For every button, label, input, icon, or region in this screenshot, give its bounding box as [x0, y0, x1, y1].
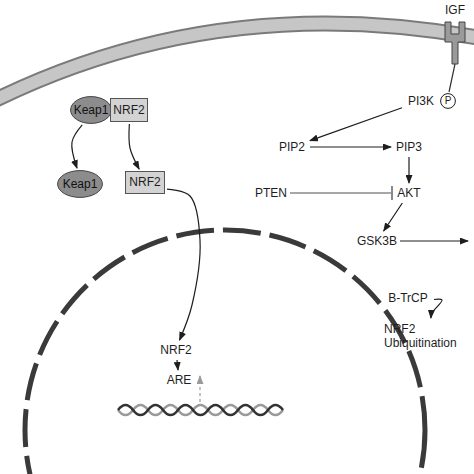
nuclear-envelope	[25, 230, 425, 474]
ligand-label: IGF	[440, 2, 470, 18]
receptor-stalk	[449, 64, 455, 92]
cell-membrane	[0, 23, 474, 100]
ligase-label: B-TrCP	[384, 290, 432, 306]
kinase-label: GSK3B	[356, 233, 398, 249]
dna-strand	[118, 405, 283, 415]
binding-arrow	[177, 360, 178, 370]
conversion-arrow	[310, 146, 391, 147]
node-text: AKT	[397, 186, 420, 200]
phosphatase-label: PTEN	[254, 185, 288, 201]
nrf2-box: NRF2	[125, 171, 165, 194]
translocation-arrow	[167, 189, 200, 340]
node-text: NRF2	[160, 343, 191, 357]
keap1-oval: Keap1	[70, 96, 112, 124]
node-text: IGF	[445, 3, 465, 17]
node-text: PI3K	[408, 94, 434, 108]
node-text: Keap1	[63, 177, 98, 191]
nrf2-box: NRF2	[110, 98, 148, 122]
oval-shape	[58, 171, 103, 198]
element-label: ARE	[164, 372, 194, 388]
node-text: ARE	[167, 373, 192, 387]
dna-strand	[118, 405, 283, 415]
kinase-label: PI3K	[404, 93, 438, 109]
node-text: B-TrCP	[388, 291, 428, 305]
signal-arrow	[400, 240, 468, 241]
factor-label: NRF2	[158, 342, 194, 358]
lipid-label: PIP3	[393, 139, 425, 155]
node-text: NRF2	[129, 175, 160, 189]
node-text: NRF2 Ubiquitination	[384, 322, 470, 351]
process-label: NRF2 Ubiquitination	[384, 320, 470, 352]
node-text: Keap1	[74, 103, 109, 117]
phospho-circle: P	[440, 93, 456, 109]
node-text: PTEN	[255, 186, 287, 200]
node-text: PIP3	[396, 140, 422, 154]
cell-membrane-edge	[0, 23, 474, 100]
keap1-oval: Keap1	[57, 170, 103, 198]
release-arrow	[72, 125, 82, 168]
ubiquitination-arrow	[431, 299, 442, 318]
lipid-label: PIP2	[276, 139, 308, 155]
kinase-label: AKT	[394, 185, 424, 201]
activation-arrow	[408, 157, 409, 183]
node-text: GSK3B	[357, 234, 397, 248]
node-text: PIP2	[279, 140, 305, 154]
activation-arrow	[384, 203, 403, 231]
activation-arrow	[310, 108, 402, 141]
inhibition-line	[290, 192, 392, 194]
release-arrow	[129, 124, 139, 169]
node-text: P	[445, 95, 452, 107]
oval-shape	[71, 97, 112, 124]
node-text: NRF2	[113, 103, 144, 117]
expression-arrow	[199, 376, 200, 402]
circle-shape	[441, 94, 456, 109]
receptor-symbol	[445, 22, 465, 64]
